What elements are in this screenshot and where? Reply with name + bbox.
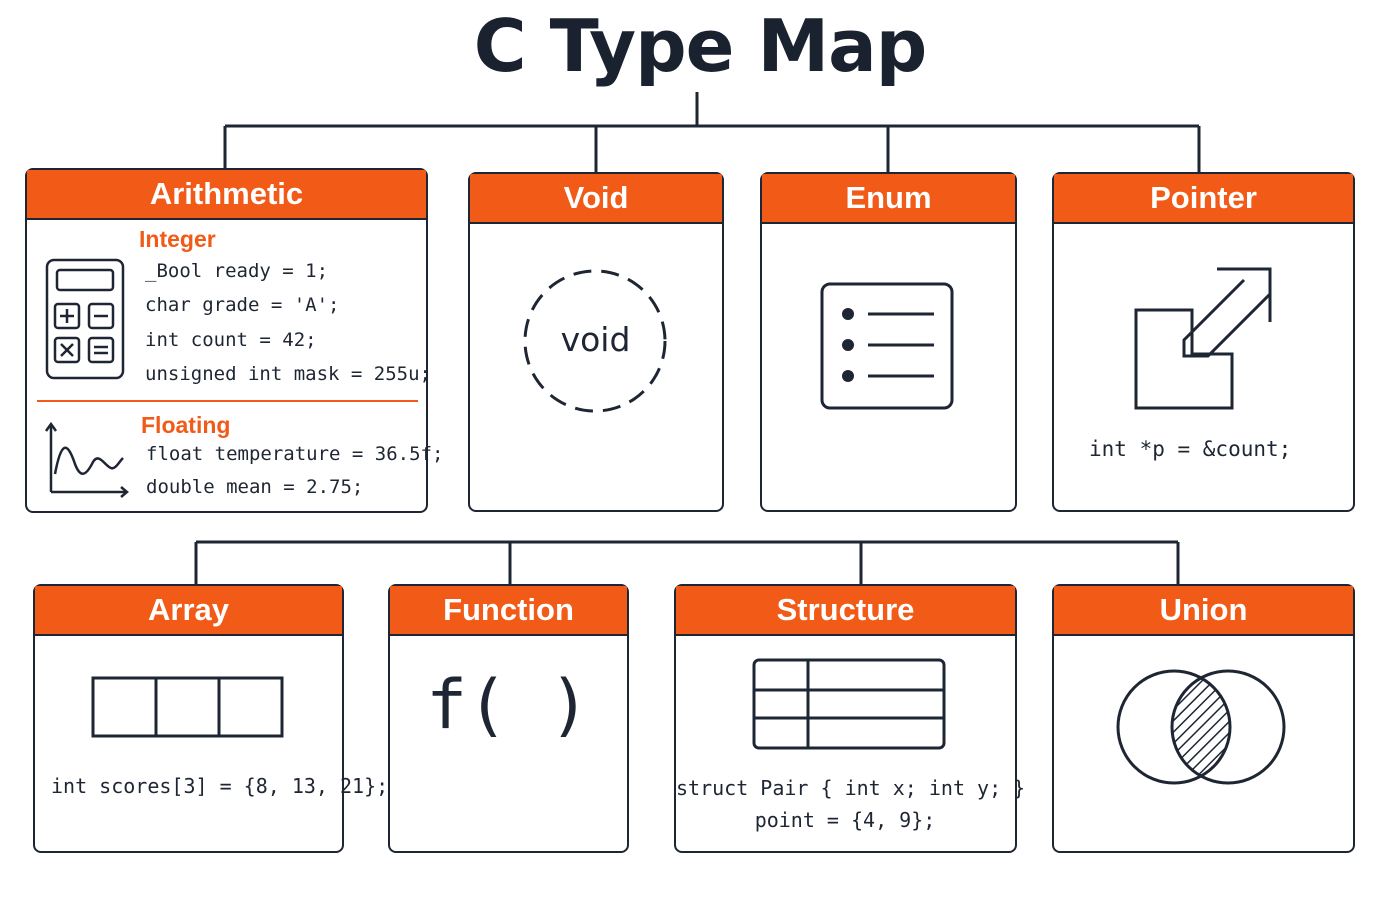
card-function-header: Function: [390, 586, 627, 636]
integer-line-4: unsigned int mask = 255u;: [145, 363, 431, 385]
floating-label: Floating: [141, 412, 231, 438]
integer-label: Integer: [139, 226, 216, 252]
venn-icon: [1116, 669, 1286, 785]
card-enum-header: Enum: [762, 174, 1015, 224]
structure-code-line-2: point = {4, 9};: [754, 808, 936, 832]
page-title: C Type Map: [473, 4, 928, 88]
card-arithmetic: Arithmetic Integer _Bool ready = 1; char…: [25, 168, 443, 513]
table-icon: [752, 658, 946, 750]
card-void-header: Void: [470, 174, 722, 224]
card-pointer-header: Pointer: [1054, 174, 1353, 224]
card-union-header: Union: [1054, 586, 1353, 636]
card-structure: Structure struct Pair { int x; int y; } …: [674, 584, 1026, 853]
integer-line-2: char grade = 'A';: [145, 294, 340, 316]
integer-line-1: _Bool ready = 1;: [145, 260, 329, 282]
pointer-code: int *p = &count;: [1089, 437, 1292, 461]
wave-graph-icon: [44, 421, 129, 498]
card-union: Union: [1052, 584, 1355, 853]
function-icon: f( ): [426, 666, 590, 745]
dashed-circle-icon: [523, 269, 667, 413]
arrow-out-icon: [1134, 267, 1272, 410]
structure-code-line-1: struct Pair { int x; int y; }: [676, 776, 1026, 800]
card-structure-header: Structure: [676, 586, 1015, 636]
card-array-header: Array: [35, 586, 342, 636]
section-divider: [37, 400, 418, 402]
void-icon-text: void: [560, 320, 631, 359]
card-arithmetic-header: Arithmetic: [27, 170, 426, 220]
array-cells-icon: [91, 676, 284, 738]
list-icon: [820, 282, 954, 410]
floating-line-1: float temperature = 36.5f;: [146, 443, 444, 465]
array-code: int scores[3] = {8, 13, 21};: [51, 774, 389, 798]
card-pointer: Pointer int *p = &count;: [1052, 172, 1355, 512]
calculator-icon: [45, 258, 125, 380]
card-function: Function f( ): [388, 584, 629, 853]
card-array: Array int scores[3] = {8, 13, 21};: [33, 584, 388, 853]
integer-line-3: int count = 42;: [145, 329, 317, 351]
floating-line-2: double mean = 2.75;: [146, 476, 364, 498]
card-enum: Enum: [760, 172, 1017, 512]
card-void: Void void: [468, 172, 724, 512]
